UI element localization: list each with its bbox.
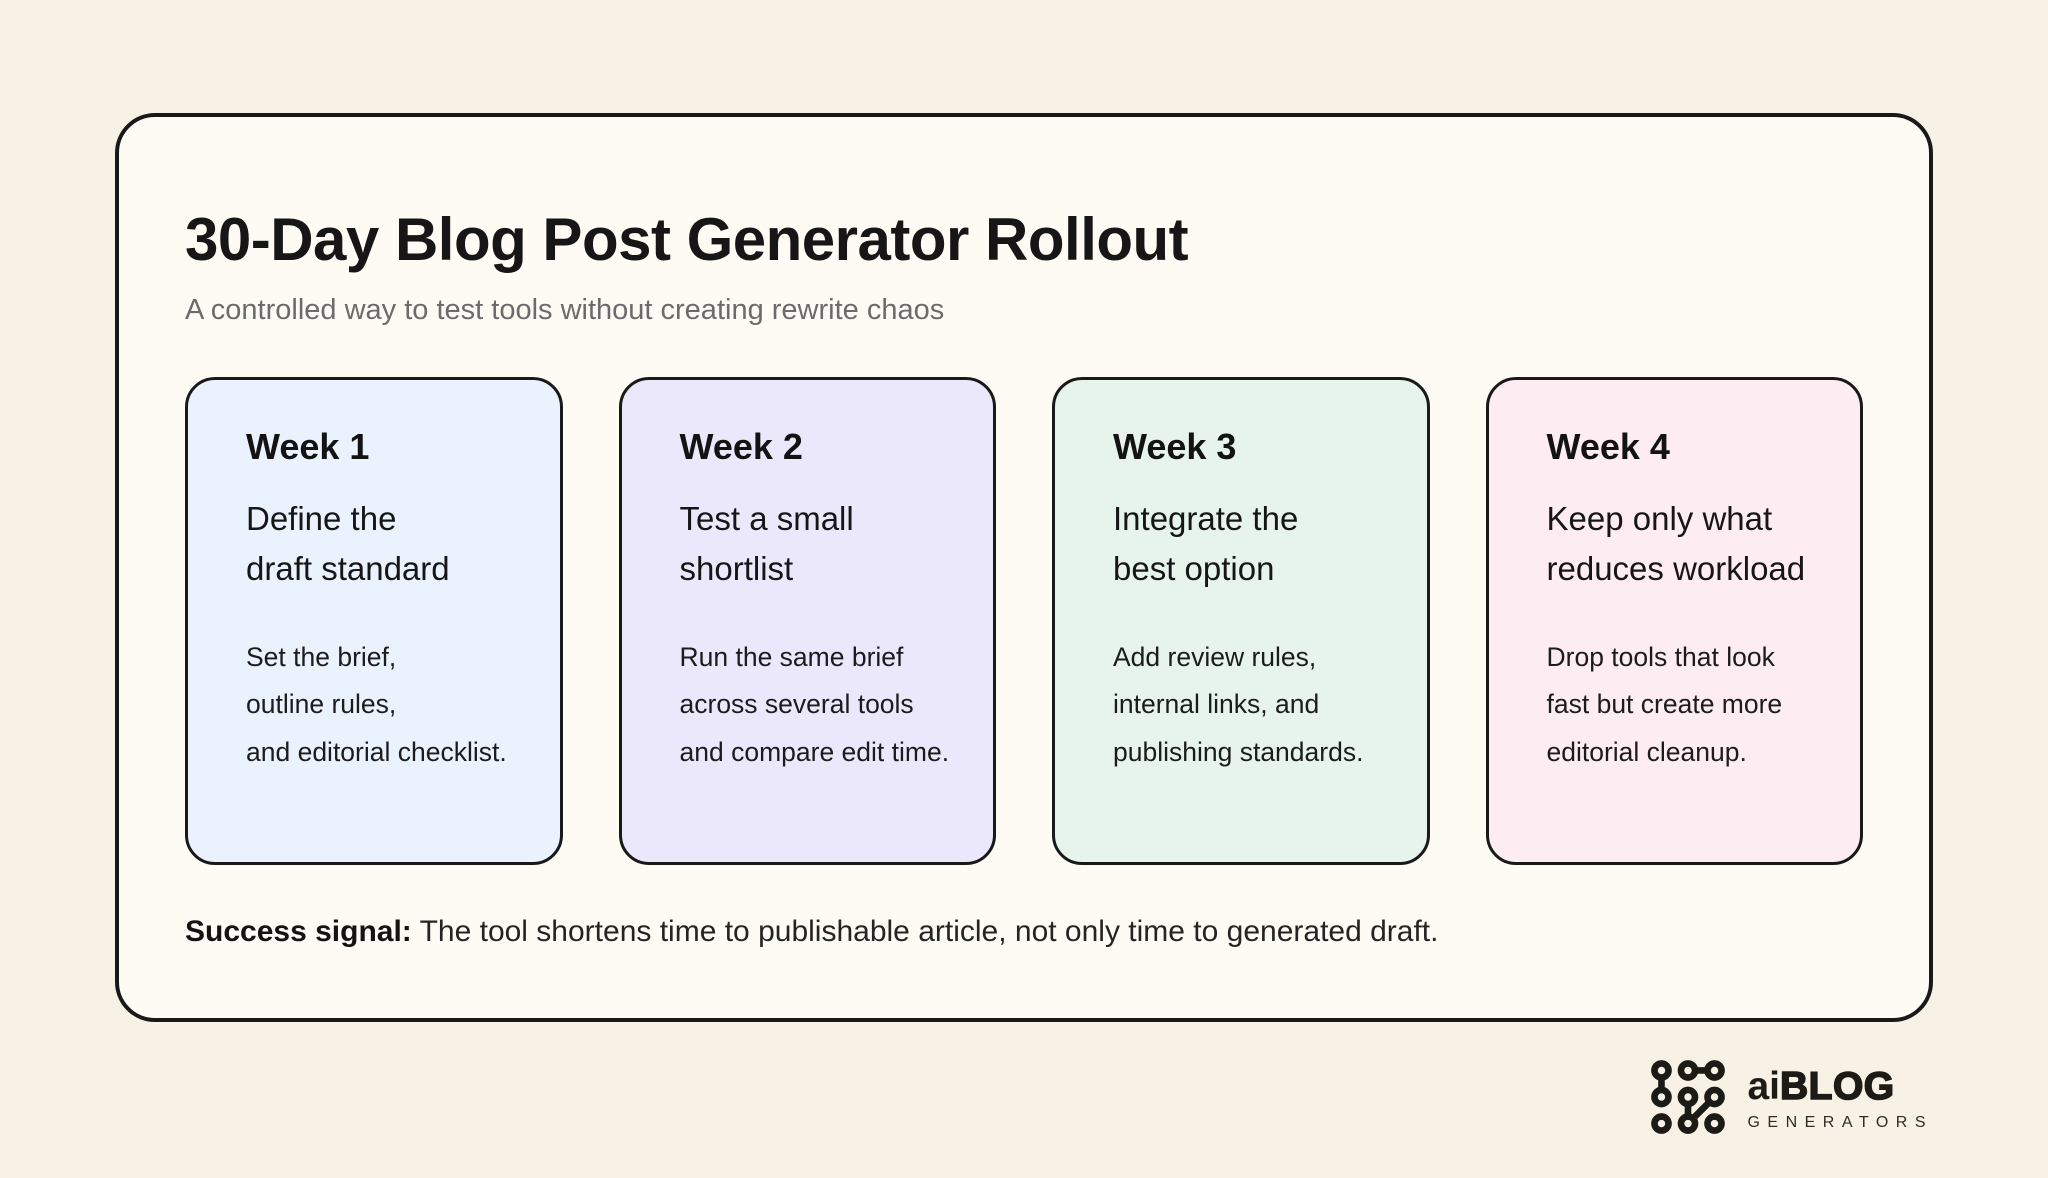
week-3-card: Week 3 Integrate the best option Add rev… bbox=[1052, 377, 1430, 865]
week-2-heading: Test a small shortlist bbox=[679, 500, 854, 588]
week-1-card: Week 1 Define the draft standard Set the… bbox=[185, 377, 563, 865]
brand-logo-text: aiBLOG GENERATORS bbox=[1747, 1065, 1933, 1132]
success-signal: Success signal: The tool shortens time t… bbox=[185, 915, 1863, 949]
brand-logo: aiBLOG GENERATORS bbox=[1649, 1058, 1933, 1141]
week-3-heading: Integrate the best option bbox=[1113, 500, 1299, 588]
success-signal-label: Success signal: bbox=[185, 915, 412, 948]
week-1-title: Week 1 bbox=[246, 426, 370, 467]
week-4-heading: Keep only what reduces workload bbox=[1546, 500, 1806, 588]
brand-name-main: BLOG bbox=[1779, 1065, 1895, 1108]
network-nodes-icon bbox=[1649, 1058, 1727, 1141]
page-subtitle: A controlled way to test tools without c… bbox=[185, 294, 945, 326]
week-1-body: Set the brief, outline rules, and editor… bbox=[246, 642, 507, 767]
brand-tagline: GENERATORS bbox=[1747, 1114, 1933, 1131]
week-cards-row: Week 1 Define the draft standard Set the… bbox=[185, 377, 1863, 865]
week-4-body: Drop tools that look fast but create mor… bbox=[1546, 642, 1783, 767]
week-1-heading: Define the draft standard bbox=[246, 500, 450, 588]
week-4-title: Week 4 bbox=[1546, 426, 1670, 467]
success-signal-text: The tool shortens time to publishable ar… bbox=[419, 915, 1439, 948]
week-4-card: Week 4 Keep only what reduces workload D… bbox=[1485, 377, 1863, 865]
week-2-body: Run the same brief across several tools … bbox=[679, 642, 950, 767]
rollout-panel: 30-Day Blog Post Generator Rollout A con… bbox=[115, 113, 1933, 1022]
brand-name: aiBLOG bbox=[1747, 1065, 1933, 1108]
week-3-body: Add review rules, internal links, and pu… bbox=[1113, 642, 1364, 767]
week-3-title: Week 3 bbox=[1113, 426, 1237, 467]
week-2-card: Week 2 Test a small shortlist Run the sa… bbox=[618, 377, 996, 865]
brand-name-prefix: ai bbox=[1747, 1065, 1780, 1108]
page-title: 30-Day Blog Post Generator Rollout bbox=[185, 206, 1189, 273]
week-2-title: Week 2 bbox=[679, 426, 803, 467]
